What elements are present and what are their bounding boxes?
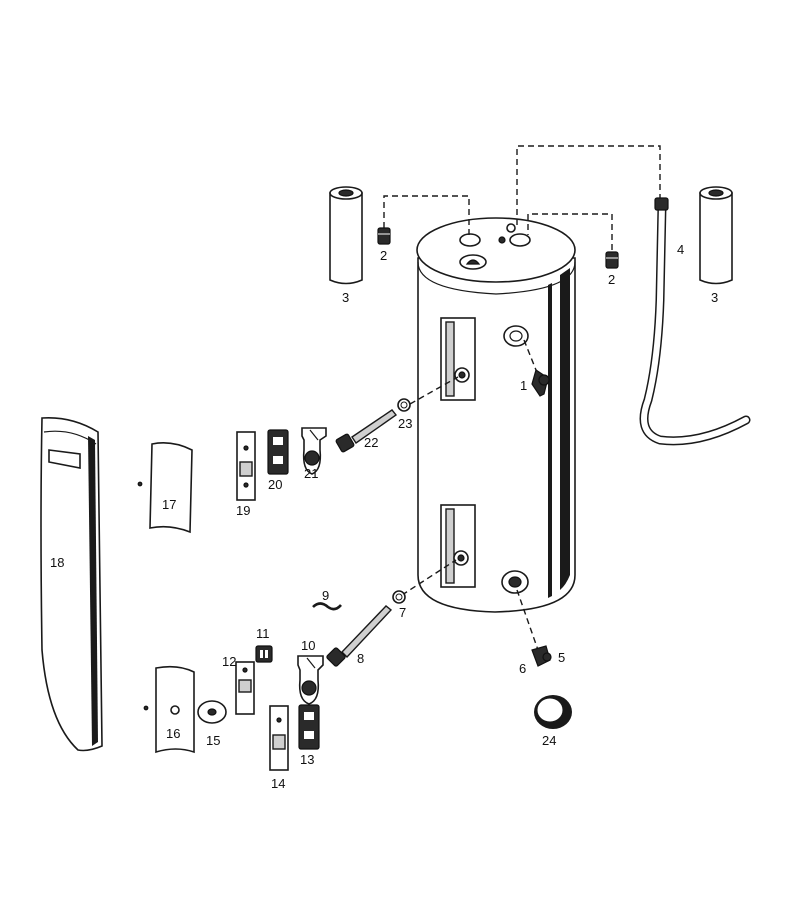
callout-8: 8 — [357, 651, 364, 666]
upper-thermostat-bracket — [301, 427, 327, 475]
callout-21: 21 — [304, 466, 318, 481]
jacket-side-panel — [40, 416, 103, 752]
heat-trap-nipple-left — [377, 227, 391, 245]
wire-connector — [312, 602, 342, 611]
heat-trap-sleeve-right — [699, 186, 733, 285]
callout-labels: 1 2 2 3 3 4 5 6 7 8 9 10 11 12 13 14 15 … — [50, 242, 718, 791]
callout-23: 23 — [398, 416, 412, 431]
callout-13: 13 — [300, 752, 314, 767]
drain-valve — [531, 645, 552, 667]
callout-4: 4 — [677, 242, 684, 257]
callout-15: 15 — [206, 733, 220, 748]
lower-access-cover — [143, 665, 195, 754]
callout-14: 14 — [271, 776, 285, 791]
drain-valve-cap — [534, 695, 572, 729]
temperature-pressure-valve — [531, 369, 550, 397]
callout-16: 16 — [166, 726, 180, 741]
heat-trap-nipple-right — [605, 251, 619, 269]
upper-access-cover — [137, 442, 193, 534]
lower-thermostat-bracket — [297, 655, 324, 705]
upper-element-gasket — [397, 398, 411, 412]
callout-3-left: 3 — [342, 290, 349, 305]
callout-11: 11 — [256, 626, 270, 641]
callout-9: 9 — [322, 588, 329, 603]
lower-mounting-plate — [235, 661, 255, 715]
callout-18: 18 — [50, 555, 64, 570]
dip-tube — [639, 197, 751, 446]
callout-24: 24 — [542, 733, 556, 748]
callout-10: 10 — [301, 638, 315, 653]
top-port-left — [459, 233, 481, 247]
callout-2-right: 2 — [608, 272, 615, 287]
tp-valve-opening — [503, 325, 529, 347]
callout-22: 22 — [364, 435, 378, 450]
upper-heating-element — [335, 409, 398, 453]
top-port-right — [509, 233, 531, 247]
callout-6: 6 — [519, 661, 526, 676]
upper-thermostat-plate — [236, 431, 256, 501]
callout-1: 1 — [520, 378, 527, 393]
lower-thermostat-plate — [269, 705, 289, 771]
lower-heating-element — [326, 605, 393, 667]
callout-19: 19 — [236, 503, 250, 518]
heat-trap-sleeve-left — [329, 186, 363, 285]
callout-12: 12 — [222, 654, 236, 669]
insulation-pad — [197, 700, 227, 724]
terminal-block — [255, 645, 273, 663]
callout-20: 20 — [268, 477, 282, 492]
callout-3-right: 3 — [711, 290, 718, 305]
callout-2-left: 2 — [380, 248, 387, 263]
callout-5: 5 — [558, 650, 565, 665]
lower-element-gasket — [392, 590, 406, 604]
lower-thermostat — [298, 704, 320, 750]
water-heater-tank — [416, 217, 576, 613]
callout-7: 7 — [399, 605, 406, 620]
callout-17: 17 — [162, 497, 176, 512]
upper-thermostat — [267, 429, 289, 475]
